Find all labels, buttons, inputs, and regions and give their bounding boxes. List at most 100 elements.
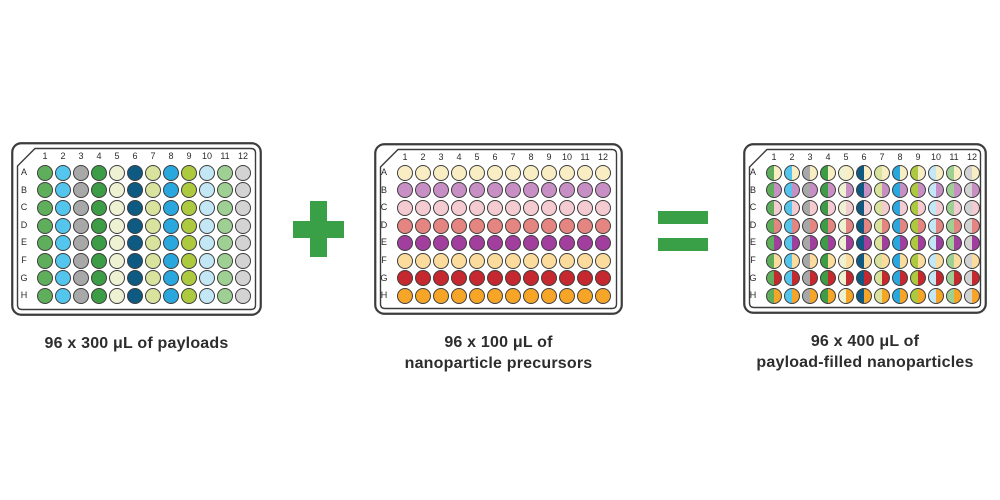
row-label-G: G bbox=[20, 272, 28, 283]
well-H2 bbox=[784, 287, 800, 304]
well-B6 bbox=[487, 182, 503, 199]
well-E3 bbox=[802, 235, 818, 252]
well-B11 bbox=[577, 182, 593, 199]
row-label-B: B bbox=[20, 184, 27, 195]
well-B3 bbox=[802, 182, 818, 199]
well-D11 bbox=[217, 217, 233, 234]
well-G12 bbox=[235, 270, 251, 287]
column-label-7: 7 bbox=[510, 152, 516, 162]
well-B2 bbox=[415, 182, 431, 199]
row-label-F: F bbox=[750, 254, 756, 265]
well-H7 bbox=[145, 287, 161, 304]
well-A4 bbox=[820, 164, 836, 181]
well-B3 bbox=[73, 182, 89, 199]
well-H3 bbox=[433, 287, 449, 304]
well-B10 bbox=[928, 182, 944, 199]
well-B6 bbox=[856, 182, 872, 199]
column-label-8: 8 bbox=[168, 151, 174, 161]
row-label-D: D bbox=[380, 219, 388, 230]
well-C5 bbox=[838, 199, 854, 216]
well-B10 bbox=[559, 182, 575, 199]
well-B12 bbox=[964, 182, 980, 199]
well-B2 bbox=[784, 182, 800, 199]
column-label-12: 12 bbox=[597, 152, 608, 162]
well-B1 bbox=[37, 182, 53, 199]
well-A9 bbox=[181, 164, 197, 181]
well-E2 bbox=[784, 235, 800, 252]
well-E10 bbox=[199, 235, 215, 252]
well-F5 bbox=[469, 252, 485, 269]
well-H5 bbox=[838, 287, 854, 304]
well-H1 bbox=[397, 287, 413, 304]
well-F6 bbox=[856, 252, 872, 269]
well-H1 bbox=[37, 287, 53, 304]
well-H3 bbox=[802, 287, 818, 304]
well-A8 bbox=[163, 164, 179, 181]
well-D6 bbox=[856, 217, 872, 234]
well-H2 bbox=[55, 287, 71, 304]
well-D9 bbox=[541, 217, 557, 234]
well-C4 bbox=[91, 199, 107, 216]
column-label-1: 1 bbox=[771, 152, 777, 162]
well-F7 bbox=[874, 252, 890, 269]
well-H7 bbox=[505, 287, 521, 304]
column-label-10: 10 bbox=[201, 151, 212, 161]
well-D5 bbox=[109, 217, 125, 234]
well-C9 bbox=[910, 199, 926, 216]
well-G3 bbox=[433, 270, 449, 287]
well-B2 bbox=[55, 182, 71, 199]
column-label-12: 12 bbox=[237, 151, 248, 161]
well-E1 bbox=[766, 235, 782, 252]
well-F6 bbox=[127, 252, 143, 269]
well-B12 bbox=[595, 182, 611, 199]
well-A12 bbox=[964, 164, 980, 181]
well-F2 bbox=[784, 252, 800, 269]
well-G9 bbox=[541, 270, 557, 287]
well-G4 bbox=[451, 270, 467, 287]
well-E8 bbox=[163, 235, 179, 252]
well-H12 bbox=[964, 287, 980, 304]
well-D12 bbox=[235, 217, 251, 234]
column-label-9: 9 bbox=[546, 152, 552, 162]
well-B1 bbox=[766, 182, 782, 199]
well-B1 bbox=[397, 182, 413, 199]
well-C12 bbox=[595, 199, 611, 216]
column-label-7: 7 bbox=[879, 152, 885, 162]
well-E5 bbox=[838, 235, 854, 252]
well-E1 bbox=[397, 235, 413, 252]
well-H2 bbox=[415, 287, 431, 304]
well-D2 bbox=[55, 217, 71, 234]
well-D9 bbox=[910, 217, 926, 234]
well-B7 bbox=[505, 182, 521, 199]
equals-bar-bottom bbox=[658, 238, 708, 251]
column-label-9: 9 bbox=[186, 151, 192, 161]
well-B5 bbox=[109, 182, 125, 199]
well-E4 bbox=[451, 235, 467, 252]
plus-bar-horizontal bbox=[293, 220, 344, 238]
column-label-12: 12 bbox=[966, 152, 977, 162]
well-D1 bbox=[766, 217, 782, 234]
well-H9 bbox=[181, 287, 197, 304]
well-G9 bbox=[181, 270, 197, 287]
well-E8 bbox=[523, 235, 539, 252]
row-label-E: E bbox=[380, 237, 387, 248]
well-H4 bbox=[91, 287, 107, 304]
column-label-5: 5 bbox=[114, 151, 120, 161]
well-F7 bbox=[145, 252, 161, 269]
well-G1 bbox=[766, 270, 782, 287]
column-label-6: 6 bbox=[861, 152, 867, 162]
well-D8 bbox=[892, 217, 908, 234]
column-label-8: 8 bbox=[528, 152, 534, 162]
well-A9 bbox=[910, 164, 926, 181]
well-B5 bbox=[838, 182, 854, 199]
column-label-6: 6 bbox=[492, 152, 498, 162]
well-D4 bbox=[451, 217, 467, 234]
well-E5 bbox=[469, 235, 485, 252]
